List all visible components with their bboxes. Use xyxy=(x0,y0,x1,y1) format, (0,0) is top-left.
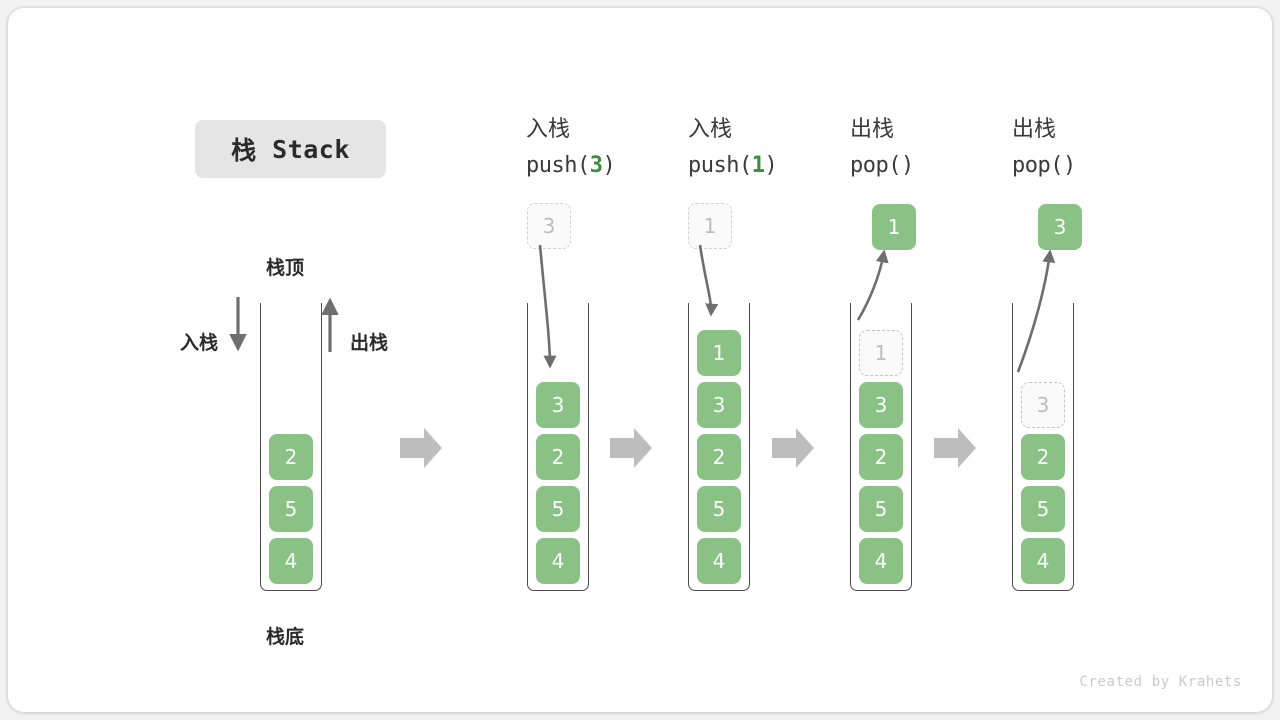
floating-cell-popped: 1 xyxy=(872,204,916,250)
step-header-push-3: 入栈 push(3) xyxy=(526,112,616,184)
stack-cell: 5 xyxy=(1021,486,1065,532)
stack-cell: 5 xyxy=(536,486,580,532)
stack-after-push-3: 3 2 5 4 xyxy=(527,303,589,591)
stack-cell: 3 xyxy=(536,382,580,428)
stack-cell: 2 xyxy=(697,434,741,480)
credit-text: Created by Krahets xyxy=(1079,674,1242,690)
step-header-line2: push(1) xyxy=(688,148,778,184)
title-badge-cn: 栈 xyxy=(231,136,257,165)
call-arg: 1 xyxy=(751,153,765,178)
stack-cell-ghost: 1 xyxy=(859,330,903,376)
pop-direction-label: 出栈 xyxy=(350,332,389,354)
stack-after-pop-1: 1 3 2 5 4 xyxy=(850,303,912,591)
step-header-line1: 出栈 xyxy=(1012,117,1057,142)
step-header-line1: 出栈 xyxy=(850,117,895,142)
stack-after-pop-3: 3 2 5 4 xyxy=(1012,303,1074,591)
step-header-pop-3: 出栈 pop() xyxy=(1012,112,1076,184)
stack-cell: 4 xyxy=(859,538,903,584)
call-prefix: push( xyxy=(688,153,752,178)
stack-initial: 2 5 4 xyxy=(260,303,322,591)
call-suffix: ) xyxy=(602,153,616,178)
step-header-line2: pop() xyxy=(1012,148,1076,184)
call-prefix: pop( xyxy=(850,153,901,178)
stack-cell: 4 xyxy=(536,538,580,584)
step-header-line1: 入栈 xyxy=(526,117,571,142)
stack-cell: 5 xyxy=(859,486,903,532)
call-suffix: ) xyxy=(900,153,914,178)
call-prefix: pop( xyxy=(1012,153,1063,178)
diagram-card: 栈 Stack 栈顶 栈底 入栈 出栈 2 5 4 入栈 push(3) 3 3… xyxy=(8,8,1272,712)
stack-cell: 4 xyxy=(1021,538,1065,584)
push-direction-label: 入栈 xyxy=(180,332,219,354)
stack-cell: 2 xyxy=(859,434,903,480)
stack-cell: 4 xyxy=(269,538,313,584)
stack-cell: 1 xyxy=(697,330,741,376)
call-suffix: ) xyxy=(764,153,778,178)
stack-cell: 5 xyxy=(697,486,741,532)
stack-cell: 4 xyxy=(697,538,741,584)
floating-cell-ghost: 1 xyxy=(688,203,732,249)
stack-bottom-label: 栈底 xyxy=(266,626,305,648)
step-header-line1: 入栈 xyxy=(688,117,733,142)
call-prefix: push( xyxy=(526,153,590,178)
call-arg: 3 xyxy=(589,153,603,178)
call-suffix: ) xyxy=(1062,153,1076,178)
stack-cell: 5 xyxy=(269,486,313,532)
stack-cell: 3 xyxy=(697,382,741,428)
stack-cell: 2 xyxy=(536,434,580,480)
stack-cell: 2 xyxy=(1021,434,1065,480)
stack-after-push-1: 1 3 2 5 4 xyxy=(688,303,750,591)
floating-cell-popped: 3 xyxy=(1038,204,1082,250)
step-header-line2: pop() xyxy=(850,148,914,184)
title-badge: 栈 Stack xyxy=(195,120,386,178)
stack-cell: 2 xyxy=(269,434,313,480)
floating-cell-ghost: 3 xyxy=(527,203,571,249)
title-badge-en: Stack xyxy=(256,134,350,164)
step-header-push-1: 入栈 push(1) xyxy=(688,112,778,184)
stack-top-label: 栈顶 xyxy=(266,257,305,279)
step-header-line2: push(3) xyxy=(526,148,616,184)
step-header-pop-1: 出栈 pop() xyxy=(850,112,914,184)
stack-cell: 3 xyxy=(859,382,903,428)
stack-cell-ghost: 3 xyxy=(1021,382,1065,428)
